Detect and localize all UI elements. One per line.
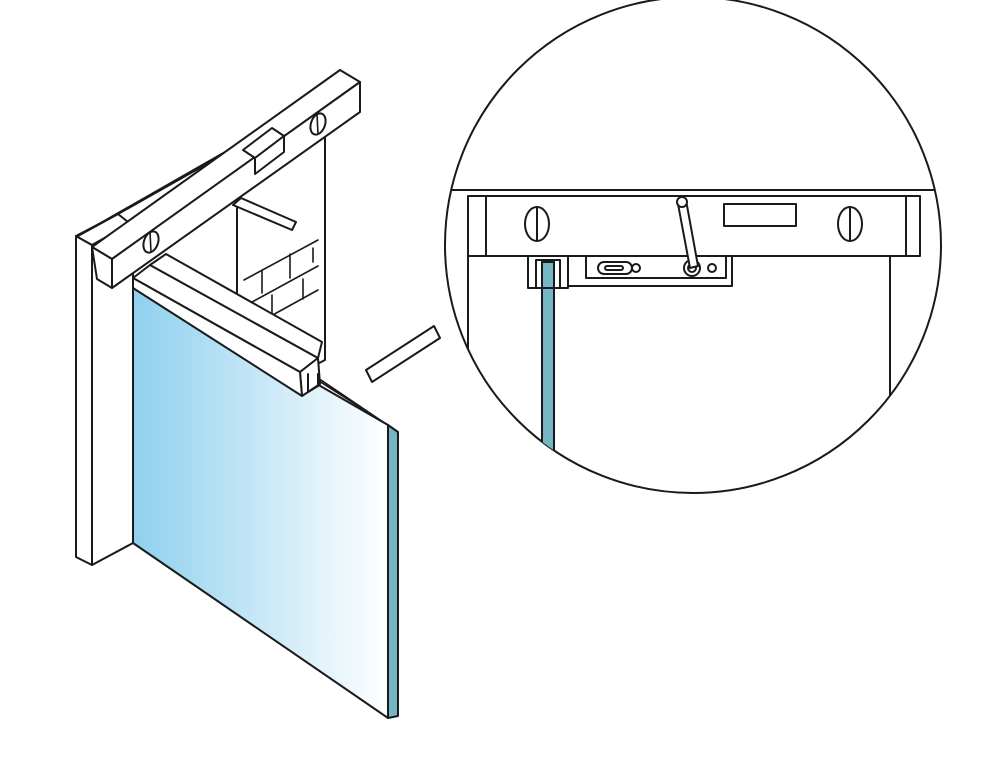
alignment-rod-icon [232, 197, 297, 231]
brick-wall-icon [243, 239, 319, 323]
detail-alignment-rod-icon [676, 196, 699, 269]
spirit-level-icon [91, 69, 361, 289]
loose-spacer-strip-icon [365, 325, 441, 383]
detail-magnifier-icon [444, 0, 942, 494]
u-channel-icon [132, 253, 323, 397]
detail-bracket-plate-icon [567, 255, 733, 287]
